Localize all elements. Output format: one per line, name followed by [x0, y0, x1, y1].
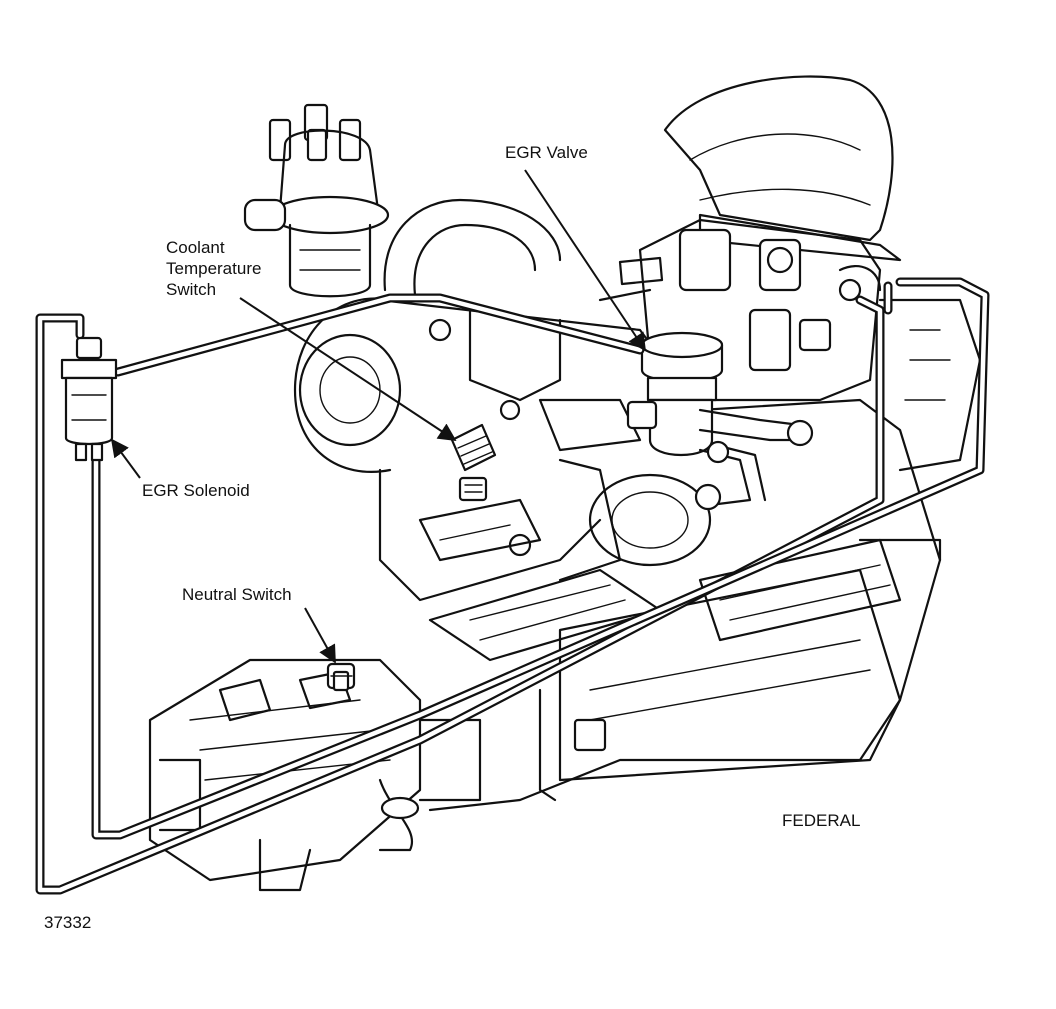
egr-valve-leader: [524, 169, 646, 352]
transmission: [148, 658, 482, 892]
leader-lines: [110, 169, 646, 664]
upper-pipe: [383, 198, 562, 292]
neutral-switch: [326, 662, 356, 692]
coolant-label-line3: Switch: [166, 280, 216, 299]
neutral-switch-label: Neutral Switch: [182, 585, 292, 604]
oil-pan: [538, 568, 902, 802]
distributor: [243, 103, 390, 298]
vacuum-hoses: [35, 277, 990, 895]
engine-block-drawing: [148, 75, 982, 892]
egr-solenoid: [60, 336, 118, 462]
neutral-switch-leader: [304, 607, 336, 664]
egr-solenoid-label: EGR Solenoid: [142, 481, 250, 500]
labels: EGR Valve Coolant Temperature Switch EGR…: [44, 143, 860, 932]
coolant-label-line1: Coolant: [166, 238, 225, 257]
egr-solenoid-leader: [110, 438, 141, 479]
egr-valve: [626, 331, 814, 511]
coolant-label-line2: Temperature: [166, 259, 261, 278]
coolant-temperature-switch: [450, 423, 497, 502]
figure-number: 37332: [44, 913, 91, 932]
federal-label: FEDERAL: [782, 811, 860, 830]
egr-valve-label: EGR Valve: [505, 143, 588, 162]
coolant-switch-leader: [239, 297, 457, 441]
